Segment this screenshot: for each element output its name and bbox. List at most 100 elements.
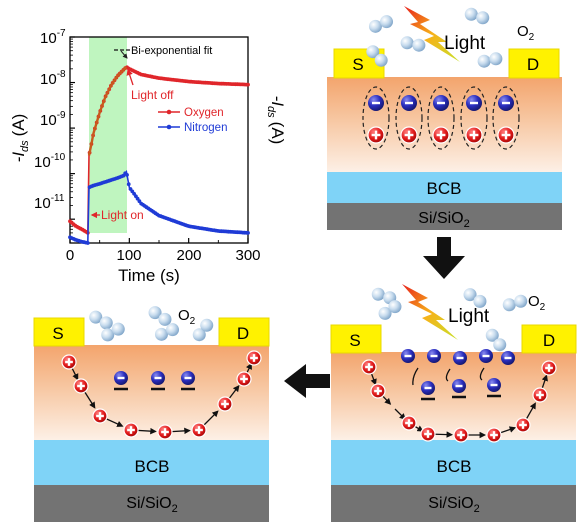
light-window (89, 37, 127, 233)
substrate-label: Si/SiO2 (126, 495, 177, 515)
hole-icon (541, 360, 557, 376)
electron-icon (466, 95, 482, 111)
data-point (85, 241, 90, 245)
oxygen-molecule-icon (148, 306, 172, 326)
exciton-pairs (362, 86, 520, 150)
hole-transport-path (361, 359, 557, 443)
arrow-left-icon (284, 364, 330, 398)
legend-oxygen-label: Oxygen (184, 107, 224, 119)
data-point (126, 182, 131, 187)
trap-arrow (479, 367, 485, 381)
bcb-layer (331, 440, 576, 485)
arrow-down-icon (423, 237, 465, 279)
electron-icon (401, 349, 415, 363)
electron-icon (427, 349, 441, 363)
x-tick-label: 300 (235, 247, 260, 264)
bcb-layer (327, 172, 562, 203)
hole-icon (73, 378, 89, 394)
legend-oxygen-marker (166, 109, 172, 115)
data-point (246, 82, 250, 87)
data-point (125, 173, 129, 177)
axis-ticks (69, 36, 249, 244)
oxygen-molecules (366, 7, 503, 68)
electron-icon (433, 95, 449, 111)
hole-icon (157, 424, 173, 440)
trapped-electrons (401, 349, 515, 401)
hole-transport-path (61, 350, 262, 440)
exciton-outline (427, 86, 455, 150)
drain-electrode (218, 317, 270, 347)
drain-electrode (521, 324, 577, 354)
legend-nitrogen-marker (166, 124, 172, 130)
transfer-chart: 10-7 10-8 10-9 10-10 10-11 0 100 200 300… (9, 28, 261, 285)
light-label: Light (444, 33, 486, 54)
oxygen-molecules (371, 287, 528, 352)
lightning-icon (402, 284, 458, 340)
hole-icon (532, 387, 548, 403)
electron-icon (181, 371, 195, 385)
oxygen-molecule-icon (378, 300, 402, 320)
panel-a-y-axis-title: -Ids(A) (265, 96, 287, 145)
hole-icon (400, 126, 418, 144)
hole-icon (217, 396, 233, 412)
oxygen-label: O2 (517, 23, 535, 43)
x-tick-label: 0 (66, 247, 74, 264)
hole-icon (420, 426, 436, 442)
drain-label: D (237, 324, 249, 343)
light-label: Light (448, 306, 490, 327)
oxygen-molecule-icon (463, 288, 487, 308)
oxygen-molecule-icon (485, 328, 507, 352)
hole-icon (246, 350, 262, 366)
source-label: S (349, 331, 360, 350)
source-label: S (52, 324, 63, 343)
y-tick-label: 10-11 (34, 193, 65, 212)
y-tick-label: 10-7 (40, 28, 66, 47)
oxygen-molecule-icon (192, 318, 214, 342)
electron-icon (114, 371, 128, 385)
hole-icon (515, 417, 531, 433)
light-off-label: Light off (131, 88, 174, 102)
oxygen-molecules (89, 306, 214, 342)
bcb-label: BCB (427, 179, 462, 198)
hole-icon (367, 126, 385, 144)
hole-drift-arrow (394, 408, 406, 420)
electron-icon (501, 351, 515, 365)
y-axis-title: -Ids(A) (9, 114, 31, 163)
source-electrode (33, 317, 85, 347)
trap-arrow (445, 368, 451, 382)
oxygen-molecule-icon (101, 322, 125, 342)
oxygen-molecule-icon (366, 45, 388, 67)
data-point (246, 231, 250, 235)
light-on-label: Light on (101, 208, 144, 222)
y-tick-label: 10-10 (34, 152, 66, 171)
hole-icon (401, 415, 417, 431)
substrate-layer (34, 485, 269, 522)
drain-label: D (527, 55, 539, 74)
x-tick-label: 200 (176, 247, 201, 264)
oxygen-molecule-icon (400, 36, 426, 52)
lightning-icon (404, 6, 460, 62)
hole-icon (361, 359, 377, 375)
substrate-layer (331, 485, 576, 522)
y-tick-label: 10-9 (40, 110, 66, 129)
electron-icon (421, 381, 435, 395)
light-off-arrow (126, 68, 134, 86)
device-panel-persistent-photocurrent: BCB Si/SiO2 S D O2 (33, 306, 270, 522)
electron-icon (401, 95, 417, 111)
oxygen-molecule-icon (477, 52, 503, 68)
bcb-layer (34, 440, 269, 485)
fit-annotation-label: Bi-exponential fit (131, 45, 212, 57)
hole-icon (61, 354, 77, 370)
oxygen-molecule-icon (464, 7, 490, 25)
series-group (68, 65, 250, 245)
hole-icon (497, 126, 515, 144)
drain-label: D (543, 331, 555, 350)
substrate-label: Si/SiO2 (428, 495, 479, 515)
device-panel-electron-trapping: BCB Si/SiO2 S D Light O2 (330, 284, 577, 522)
fit-annotation-arrow (120, 50, 128, 59)
electron-icon (453, 351, 467, 365)
electron-icon (452, 379, 466, 393)
source-electrode (330, 324, 382, 354)
bcb-label: BCB (135, 457, 170, 476)
